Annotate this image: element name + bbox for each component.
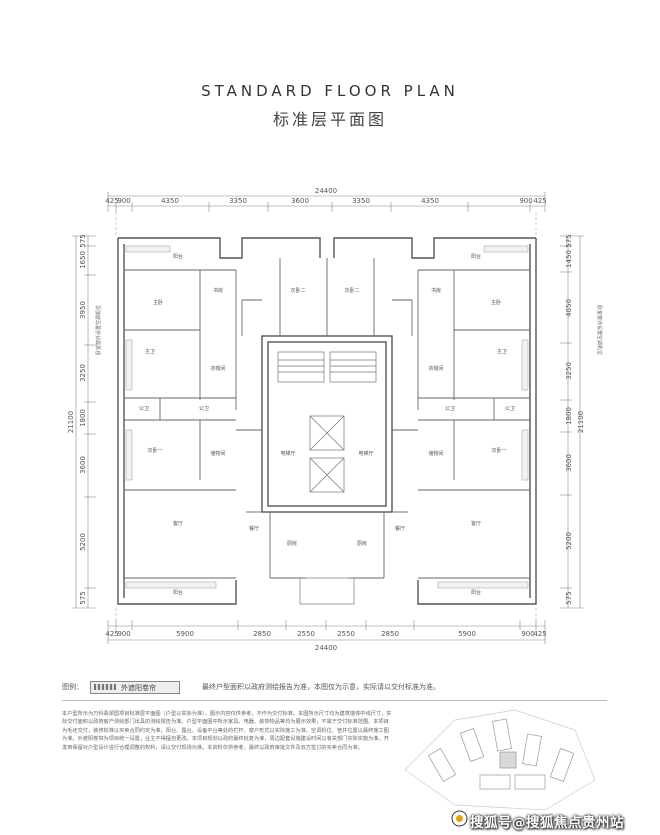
dim-right-seg: 575: [565, 591, 573, 604]
page-title-zh: 标准层平面图: [272, 110, 387, 129]
dim-bottom-seg: 2850: [253, 630, 271, 638]
legend-note: 最终户型面积以政府测绘报告为准，本图仅为示意，实际请以交付标准为准。: [202, 683, 440, 691]
dim-top-total: 24400: [315, 187, 337, 195]
dim-top-seg: 4350: [421, 197, 439, 205]
dim-right-seg: 3250: [565, 362, 573, 380]
dim-left-seg: 5200: [79, 533, 87, 551]
room-label-master-bed-right: 主卧: [491, 299, 501, 306]
dim-bottom-seg: 900: [117, 630, 130, 638]
room-label-balcony-se: 阳台: [471, 589, 481, 596]
side-note-right: 卧室窗外设置空调机位: [596, 305, 603, 355]
room-label-bed1-right: 次卧一: [491, 447, 506, 454]
room-label-bed1-left: 次卧一: [147, 447, 162, 454]
sohu-logo-icon: [451, 810, 468, 827]
dim-left-seg: 1800: [79, 409, 87, 427]
dim-right-total: 21100: [577, 411, 585, 433]
legend-swatch: 外遮阳卷帘: [90, 681, 180, 694]
dim-left-seg: 1650: [79, 251, 87, 269]
room-label-bed2-right: 次卧二: [344, 287, 359, 294]
legend: 图例： 外遮阳卷帘 最终户型面积以政府测绘报告为准，本图仅为示意，实际请以交付标…: [62, 678, 607, 698]
dim-left-seg: 3600: [79, 456, 87, 474]
dim-bottom-seg: 425: [105, 630, 118, 638]
dim-bottom-seg: 5900: [176, 630, 194, 638]
room-label-storage-right: 储物间: [428, 450, 443, 457]
dim-top-seg: 4350: [161, 197, 179, 205]
dim-right-seg: 1800: [565, 407, 573, 425]
legend-item: 外遮阳卷帘: [121, 684, 156, 692]
room-label-living-right: 客厅: [471, 520, 481, 527]
dim-left-seg: 3250: [79, 364, 87, 382]
room-label-bath-left-b: 公卫: [199, 406, 209, 412]
dim-bottom-seg: 425: [533, 630, 546, 638]
dim-top-seg: 3350: [229, 197, 247, 205]
room-label-lift-hall-left: 电梯厅: [280, 450, 295, 457]
room-label-study-left: 书房: [213, 287, 223, 294]
room-label-wardrobe-left: 衣帽间: [210, 365, 225, 372]
dim-bottom-seg: 2550: [337, 630, 355, 638]
room-label-balcony-nw: 阳台: [173, 253, 183, 260]
room-label-storage-left: 储物间: [210, 450, 225, 457]
floor-plan-drawing: 阳台 阳台 主卧 主卧 书房 书房 次卧二 次卧二 主卫 主卫 衣帽间 衣帽间 …: [67, 187, 603, 652]
room-label-master-bath-left: 主卫: [145, 348, 155, 355]
dim-bottom-seg: 900: [521, 630, 534, 638]
room-label-wardrobe-right: 衣帽间: [428, 365, 443, 372]
dim-bottom-seg: 5900: [458, 630, 476, 638]
room-label-balcony-sw: 阳台: [173, 589, 183, 596]
dim-top-seg: 900: [117, 197, 130, 205]
dim-top-seg: 425: [105, 197, 118, 205]
room-label-bath-left-a: 公卫: [139, 406, 149, 412]
room-label-study-right: 书房: [431, 287, 441, 294]
dim-left-seg: 3950: [79, 301, 87, 319]
dim-right-seg: 1450: [565, 250, 573, 268]
dim-left-total: 21100: [67, 411, 75, 433]
dim-right-seg: 3600: [565, 454, 573, 472]
divider: [62, 700, 607, 701]
dim-top-seg: 3350: [352, 197, 370, 205]
room-label-kitchen-left: 厨房: [287, 540, 297, 547]
dim-right-seg: 4050: [565, 299, 573, 317]
room-label-balcony-ne: 阳台: [471, 253, 481, 260]
watermark: 搜狐号@搜狐焦点贵州站: [470, 815, 624, 831]
room-label-dining-left: 餐厅: [249, 525, 259, 532]
dim-left-seg: 575: [79, 234, 87, 247]
room-label-master-bath-right: 主卫: [497, 348, 507, 355]
room-label-bed2-left: 次卧二: [290, 287, 305, 294]
dim-left-seg: 575: [79, 591, 87, 604]
room-label-living-left: 客厅: [173, 520, 183, 527]
dim-right-seg: 5200: [565, 532, 573, 550]
page-title-en: STANDARD FLOOR PLAN: [201, 82, 459, 100]
site-location-map: [404, 709, 596, 811]
dim-bottom-total: 24400: [315, 644, 337, 652]
room-label-dining-right: 餐厅: [395, 525, 405, 532]
dim-top-seg: 3600: [291, 197, 309, 205]
dim-right-seg: 575: [565, 234, 573, 247]
dim-top-seg: 425: [533, 197, 546, 205]
disclaimer-notes: 本户型所示为万科翡翠园项目标准层平面图（户型以实际为准），图示内容仅供参考，不作…: [62, 711, 392, 751]
dim-top-seg: 900: [519, 197, 532, 205]
sunshade-pattern-icon: [94, 684, 116, 690]
side-note-left: 卧室窗外设置空调机位: [95, 305, 102, 355]
room-label-lift-hall-right: 电梯厅: [358, 450, 373, 457]
room-label-kitchen-right: 厨房: [357, 540, 367, 547]
dim-bottom-seg: 2850: [381, 630, 399, 638]
room-label-bath-right-a: 公卫: [445, 406, 455, 412]
legend-label: 图例：: [62, 683, 83, 691]
room-label-master-bed-left: 主卧: [153, 299, 163, 306]
room-label-bath-right-b: 公卫: [505, 406, 515, 412]
dim-bottom-seg: 2550: [297, 630, 315, 638]
